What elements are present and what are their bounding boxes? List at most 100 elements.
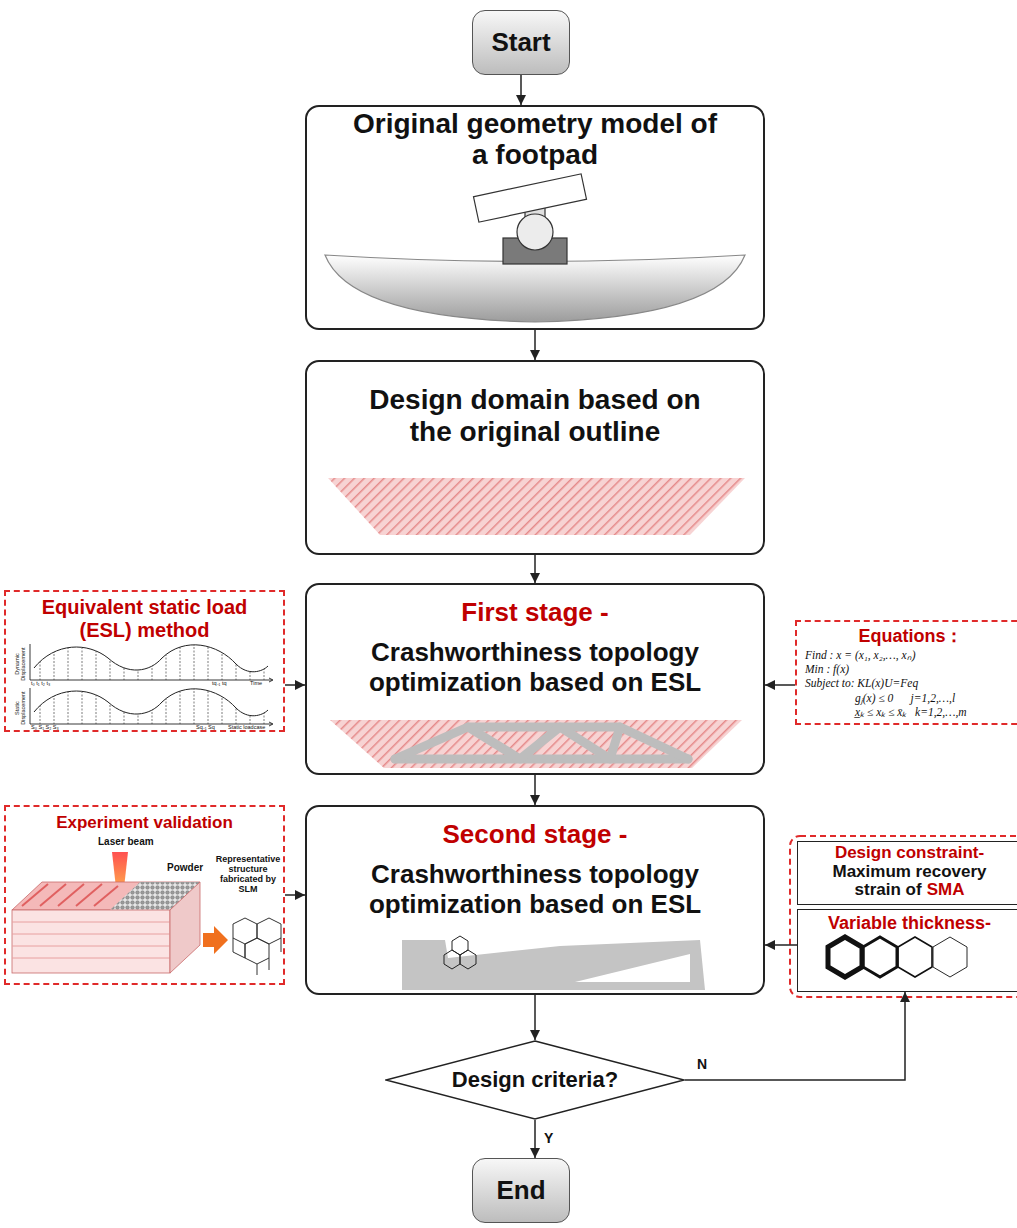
illustration-part xyxy=(257,964,258,975)
illustration-part xyxy=(330,720,742,768)
illustration-part xyxy=(12,910,170,973)
node-heading: Design domain based on the original outl… xyxy=(350,384,720,448)
node-text: gⱼ(x) ≤ 0 j=1,2,…,l xyxy=(797,691,955,705)
illustration-part xyxy=(236,684,237,724)
illustration-part xyxy=(12,922,170,923)
node-text: Powder xyxy=(167,862,203,874)
esl-graph xyxy=(30,640,273,726)
node-heading: Equivalent static load (ESL) method xyxy=(15,596,275,642)
illustration-part xyxy=(222,684,223,724)
illustration-part xyxy=(180,684,181,724)
illustration-part xyxy=(233,938,234,952)
illustration-part xyxy=(12,882,200,910)
illustration-part xyxy=(170,882,200,973)
illustration-part xyxy=(281,938,282,952)
axis-label: t₀ t₁ t₂ t₃ xyxy=(31,681,50,687)
illustration-part xyxy=(22,884,118,906)
decision-diamond: Design criteria? xyxy=(385,1040,685,1120)
illustration-part xyxy=(245,944,246,958)
illustration-part xyxy=(124,640,125,680)
illustration-part xyxy=(233,952,245,958)
variable-thickness-hexagons xyxy=(828,937,967,977)
illustration-part xyxy=(452,936,468,955)
illustration-part xyxy=(54,640,55,680)
text-line: Maximum recovery strain ofSMA xyxy=(815,863,1005,900)
illustration-part xyxy=(468,727,620,759)
axis-label: tq₋₁ tq xyxy=(212,681,227,687)
constraint-group-outline xyxy=(790,836,1017,997)
illustration-part xyxy=(395,755,688,764)
node-heading: Equations： xyxy=(858,626,963,648)
illustration-part xyxy=(40,640,264,680)
illustration-part xyxy=(402,940,705,990)
node-heading: Experiment validation xyxy=(56,813,233,833)
design-domain xyxy=(328,478,745,535)
constraint-box: Design constraint-Maximum recovery strai… xyxy=(797,841,1017,905)
axis-label: Sq₋₁ Sq xyxy=(196,725,215,731)
illustration-part xyxy=(898,937,932,977)
illustration-part xyxy=(208,640,209,680)
illustration-part xyxy=(245,938,269,964)
illustration-part xyxy=(12,946,170,947)
illustration-part xyxy=(152,684,153,724)
flow-arrow xyxy=(765,684,795,686)
illustration-part xyxy=(30,640,273,682)
footpad-illustration xyxy=(325,174,745,322)
flow-arrow xyxy=(534,555,536,583)
flow-arrow xyxy=(285,684,305,686)
illustration-part xyxy=(222,640,223,680)
illustration-part xyxy=(325,255,745,322)
illustration-part xyxy=(166,684,167,724)
equation-panel: Equations：Find : x = (x₁, x₂,…, xₙ)Min :… xyxy=(795,620,1017,725)
illustration-part xyxy=(12,922,170,958)
flow-arrow xyxy=(534,330,536,360)
illustration-part xyxy=(138,684,139,724)
illustration-part xyxy=(30,684,273,726)
illustration-part xyxy=(12,934,170,935)
method-panel: Equivalent static load (ESL) method xyxy=(4,590,285,732)
illustration-part xyxy=(250,640,251,680)
illustration-part xyxy=(269,958,270,970)
illustration-part xyxy=(152,640,153,680)
illustration-part xyxy=(82,640,83,680)
node-text: Crashworthiness topology optimization ba… xyxy=(335,638,735,698)
illustration-part xyxy=(34,689,268,716)
illustration-part xyxy=(40,640,41,680)
flow-arrow xyxy=(520,75,522,105)
edge-label: Y xyxy=(542,1130,555,1146)
node-heading: Design constraint- xyxy=(835,844,984,863)
stage-box: First stage - Crashworthiness topology op… xyxy=(305,583,765,775)
illustration-part xyxy=(82,684,83,724)
start-terminal: Start xyxy=(472,10,570,75)
node-heading: Second stage - xyxy=(443,819,628,850)
illustration-part xyxy=(863,937,897,977)
illustration-part xyxy=(395,727,688,759)
illustration-part xyxy=(395,727,688,759)
illustration-part xyxy=(828,937,862,977)
illustration-part xyxy=(94,886,118,906)
illustration-part xyxy=(124,684,125,724)
node-heading: First stage - xyxy=(461,597,608,628)
flow-arrow xyxy=(534,995,536,1040)
stage-box: Second stage - Crashworthiness topology o… xyxy=(305,805,765,995)
thickness-box: Variable thickness- xyxy=(797,909,1017,992)
illustration-part xyxy=(54,684,55,724)
node-text: Representative structure fabricated by S… xyxy=(211,855,285,895)
node-text: SMA xyxy=(927,880,965,899)
node-heading: Original geometry model of a footpad xyxy=(345,109,725,171)
flow-arrow xyxy=(285,894,305,896)
axis-label: Static loadcase xyxy=(228,725,265,731)
illustration-part xyxy=(34,645,268,672)
illustration-part xyxy=(40,684,264,724)
illustration-part xyxy=(96,640,97,680)
node-heading: End xyxy=(496,1175,545,1206)
illustration-part xyxy=(203,926,228,954)
flow-arrow xyxy=(685,992,905,1080)
illustration-part xyxy=(269,678,273,682)
node-heading: Start xyxy=(491,27,550,58)
illustration-part xyxy=(269,722,273,726)
node-text: Crashworthiness topology optimization ba… xyxy=(335,860,735,920)
illustration-part xyxy=(68,640,69,680)
illustration-part xyxy=(236,640,237,680)
edge-label: N xyxy=(695,1056,709,1072)
